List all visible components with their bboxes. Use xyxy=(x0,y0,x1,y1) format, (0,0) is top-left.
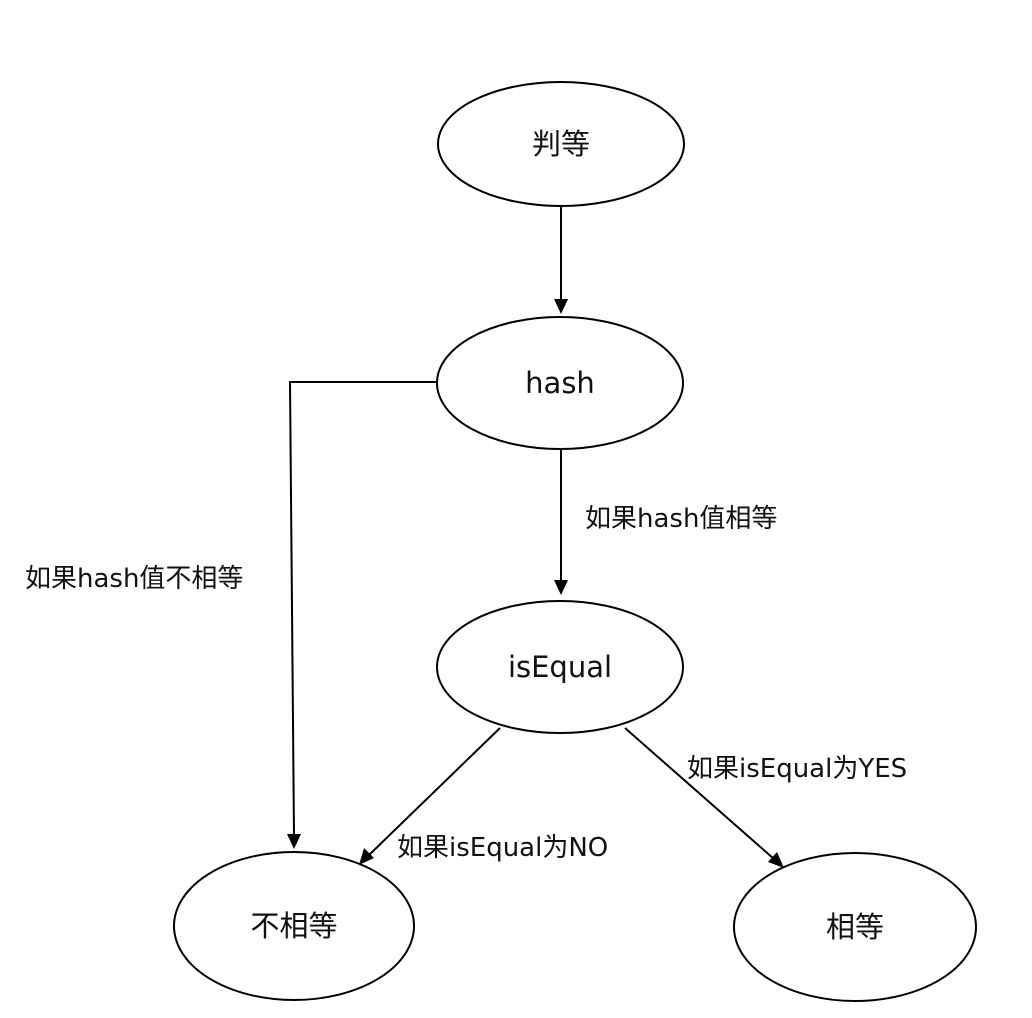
edge-hash-to-not-equal xyxy=(287,381,437,849)
node-hash-ellipse xyxy=(436,316,684,450)
node-judge-label: 判等 xyxy=(532,127,590,161)
nodes-layer: 判等 hash isEqual 不相等 相等 xyxy=(173,81,977,1002)
node-isequal-ellipse xyxy=(436,600,684,734)
edge-judge-to-hash-arrowhead xyxy=(554,299,568,314)
edge-isequal-to-equal-arrowhead xyxy=(768,852,784,868)
node-judge-ellipse xyxy=(437,81,685,207)
edge-isequal-to-not-equal-arrowhead xyxy=(359,848,374,865)
edge-judge-to-hash xyxy=(554,206,568,314)
node-judge: 判等 xyxy=(437,81,685,207)
edge-hash-to-isequal-arrowhead xyxy=(554,580,568,595)
edge-isequal-to-not-equal xyxy=(359,727,501,865)
node-not-equal-label: 不相等 xyxy=(250,909,337,943)
node-hash-label: hash xyxy=(525,366,595,400)
edge-label-isequal-yes: 如果isEqual为YES xyxy=(687,754,907,784)
edge-hash-to-not-equal-arrowhead xyxy=(287,834,301,849)
node-hash: hash xyxy=(436,316,684,450)
edge-isequal-to-equal-line xyxy=(624,727,775,860)
node-equal-ellipse xyxy=(733,852,977,1002)
node-not-equal: 不相等 xyxy=(173,851,415,1001)
edge-labels-layer: 如果hash值相等 如果hash值不相等 如果isEqual为NO 如果isEq… xyxy=(25,504,907,863)
edge-label-isequal-no: 如果isEqual为NO xyxy=(397,833,608,863)
node-equal: 相等 xyxy=(733,852,977,1002)
edge-hash-to-not-equal-line xyxy=(288,381,437,837)
node-not-equal-ellipse xyxy=(173,851,415,1001)
edge-hash-to-isequal xyxy=(554,449,568,595)
edge-isequal-to-not-equal-line xyxy=(367,727,501,857)
node-isequal-label: isEqual xyxy=(508,650,612,684)
edge-label-hash-equal: 如果hash值相等 xyxy=(585,504,777,534)
edge-label-hash-not-equal: 如果hash值不相等 xyxy=(25,564,243,594)
edges-layer xyxy=(287,206,784,868)
node-equal-label: 相等 xyxy=(826,910,884,944)
node-isequal: isEqual xyxy=(436,600,684,734)
edge-isequal-to-equal xyxy=(624,727,784,868)
